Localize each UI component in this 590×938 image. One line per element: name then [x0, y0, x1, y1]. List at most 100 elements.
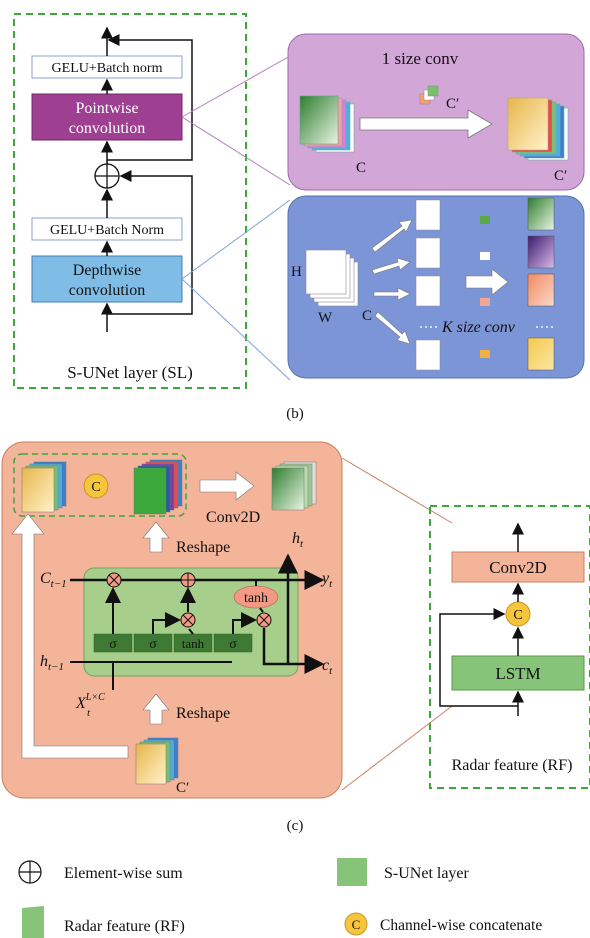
legend-concat-icon: C — [344, 912, 368, 936]
panel-c: C Conv2D Reshape Ct−1 yt ht — [1, 441, 590, 834]
multiply-icon-forget — [106, 572, 122, 588]
kernel-pink — [480, 298, 490, 306]
depthwise-box — [31, 255, 183, 303]
sum-icon-cell — [180, 572, 196, 588]
depthwise-input-stack — [305, 249, 359, 307]
legend-sum-icon — [18, 860, 42, 884]
depthwise-fan-arrow-4 — [374, 311, 411, 345]
depthwise-sheet-1 — [415, 199, 441, 231]
gelu-top-label: GELU+Batch norm — [52, 61, 163, 76]
ht-minus-label: ht−1 — [40, 653, 64, 673]
xt-label: XL×C — [75, 692, 105, 712]
legend-sunet-icon — [337, 858, 367, 886]
depthwise-w-label: W — [318, 310, 333, 326]
connector-depthwise-top — [181, 199, 291, 280]
line-output-to-ht — [262, 628, 325, 674]
legend-sum-label: Element-wise sum — [64, 865, 183, 882]
ct-minus-label: Ct−1 — [40, 570, 67, 590]
pointwise-input-stack — [299, 95, 355, 153]
kernel-orange — [480, 350, 490, 358]
rf-title: Radar feature (RF) — [452, 757, 573, 774]
reshape-top-label: Reshape — [176, 539, 230, 556]
tanh-oval-label: tanh — [244, 591, 268, 606]
depthwise-sheet-4 — [415, 339, 441, 371]
depthwise-big-arrow — [465, 268, 509, 296]
conv2d-output-stack — [271, 461, 317, 511]
connector-pointwise-bottom — [181, 116, 291, 186]
depthwise-output-yellow — [527, 337, 555, 371]
rf-concat-label: C — [513, 608, 522, 623]
yt-label: yt — [320, 570, 333, 590]
pointwise-label-line1: Pointwise — [75, 100, 138, 117]
sl-dashed-frame — [13, 13, 247, 389]
concat-dashed-frame — [13, 453, 187, 517]
connector-depthwise-bottom — [181, 278, 291, 381]
pointwise-c-label: C — [356, 160, 366, 176]
depthwise-h-label: H — [291, 264, 302, 280]
gate-tanh-label: tanh — [182, 636, 205, 651]
ht-label: ht — [292, 530, 304, 550]
conv2d-label: Conv2D — [206, 509, 260, 526]
depthwise-label-line1: Depthwise — [73, 262, 141, 279]
rf-input-c-prime: C′ — [176, 780, 189, 796]
depthwise-sheet-2 — [415, 237, 441, 269]
sl-title: S-UNet layer (SL) — [67, 363, 193, 382]
xt-sub-label: t — [87, 707, 91, 719]
caption-c: (c) — [287, 818, 304, 834]
skip-big-arrow — [11, 513, 129, 759]
rf-lstm-box — [451, 655, 585, 691]
pointwise-box — [31, 93, 183, 141]
gelu-bottom-label: GELU+Batch Norm — [50, 223, 164, 238]
pointwise-detail-panel — [287, 33, 585, 191]
concat-input-stack — [21, 461, 67, 513]
panel-b: GELU+Batch norm Pointwise convolution GE… — [13, 13, 585, 422]
reshape-top-arrow — [142, 521, 170, 553]
depthwise-label-line2: convolution — [69, 282, 145, 299]
depthwise-output-orange — [527, 273, 555, 307]
concat-circle-icon: C — [83, 473, 109, 499]
multiply-icon-output — [256, 612, 272, 628]
skip-line-pointwise — [107, 34, 193, 161]
reshape-bottom-label: Reshape — [176, 705, 230, 722]
connector-pointwise-top — [181, 55, 291, 118]
rf-conv2d-box — [451, 551, 585, 583]
connector-rf-bottom — [341, 705, 453, 791]
depthwise-fan-arrow-1 — [371, 219, 413, 253]
legend-sunet-label: S-UNet layer — [384, 865, 470, 882]
rf-input-stack — [135, 737, 179, 785]
line-gate2-to-input — [152, 612, 181, 634]
legend-concat-symbol: C — [352, 917, 361, 932]
depthwise-c-label: C — [362, 308, 372, 324]
gate-sigma-2-label: σ — [149, 637, 157, 652]
rf-skip-line — [439, 608, 518, 707]
depthwise-sheet-3 — [415, 275, 441, 307]
depthwise-fan-arrow-2 — [371, 257, 411, 275]
ct-label: ct — [322, 657, 333, 677]
depthwise-output-green — [527, 197, 555, 231]
element-sum-icon — [94, 163, 120, 189]
pointwise-output-c-prime: C′ — [554, 168, 567, 184]
depthwise-fan-arrow-3 — [373, 287, 411, 301]
pointwise-filter-icon — [419, 85, 439, 105]
pointwise-label-line2: convolution — [69, 120, 145, 137]
pointwise-big-arrow — [359, 109, 493, 139]
kernel-white — [480, 252, 490, 260]
connector-rf-top — [341, 457, 453, 524]
concat-feature-stack — [133, 459, 183, 515]
legend-concat-label: Channel-wise concatenate — [380, 917, 542, 934]
legend-rf-icon — [22, 906, 44, 938]
skip-line-depthwise — [107, 170, 193, 315]
rf-concat-icon: C — [505, 601, 531, 627]
pointwise-output-stack — [507, 97, 569, 161]
concat-circle-label: C — [91, 480, 100, 495]
legend-rf-label: Radar feature (RF) — [64, 918, 185, 935]
multiply-icon-input — [180, 612, 196, 628]
kernel-green — [480, 216, 490, 224]
line-tanh-to-input — [188, 628, 194, 635]
gate-sigma-1-label: σ — [109, 637, 117, 652]
line-gate3-to-output — [232, 612, 257, 634]
caption-b: (b) — [286, 406, 304, 422]
pointwise-filter-c-prime: C′ — [446, 96, 459, 112]
gate-sigma-3-label: σ — [229, 637, 237, 652]
depthwise-output-purple — [527, 235, 555, 269]
